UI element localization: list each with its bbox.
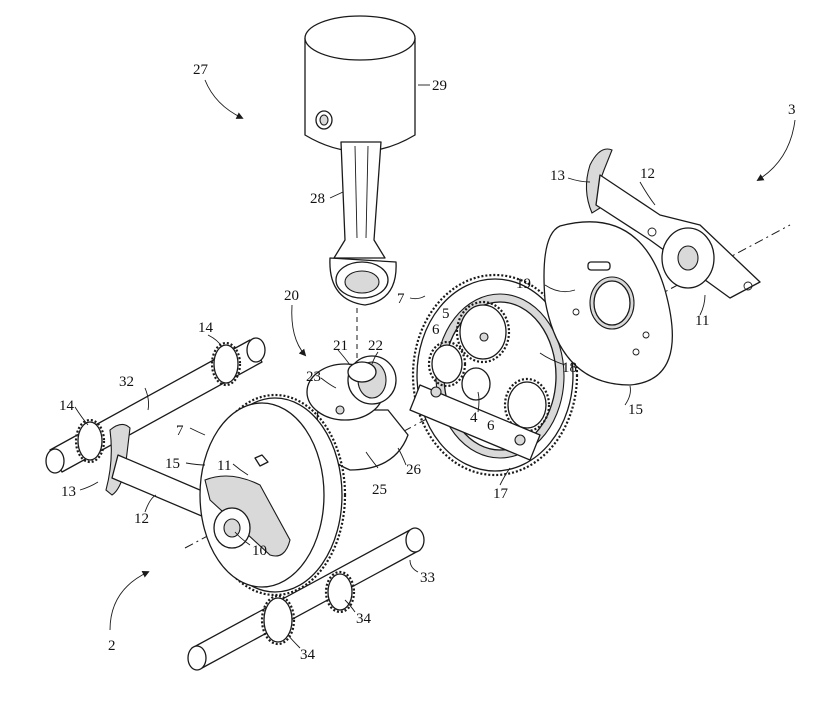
label-6-upper: 6 bbox=[432, 322, 440, 338]
label-32: 32 bbox=[119, 374, 134, 390]
label-2: 2 bbox=[108, 638, 116, 654]
label-14-left: 14 bbox=[59, 398, 75, 414]
arrow-2 bbox=[109, 571, 150, 631]
label-15-left: 15 bbox=[165, 456, 180, 472]
label-34-left: 34 bbox=[300, 647, 316, 663]
leader-lines bbox=[74, 84, 706, 649]
label-12-left: 12 bbox=[134, 511, 149, 527]
piston bbox=[304, 15, 416, 153]
right-arm-assembly bbox=[585, 148, 761, 299]
arrow-20 bbox=[291, 304, 307, 357]
label-10: 10 bbox=[252, 543, 267, 559]
right-ring-gear bbox=[409, 273, 579, 477]
label-11-left: 11 bbox=[217, 458, 231, 474]
label-13-right: 13 bbox=[550, 168, 565, 184]
label-22: 22 bbox=[368, 338, 383, 354]
label-27: 27 bbox=[193, 62, 209, 78]
right-disc bbox=[543, 221, 673, 386]
label-3: 3 bbox=[788, 102, 796, 118]
label-23: 23 bbox=[306, 369, 321, 385]
label-21: 21 bbox=[333, 338, 348, 354]
label-26: 26 bbox=[406, 462, 422, 478]
upper-left-shaft bbox=[45, 337, 266, 474]
label-28: 28 bbox=[310, 191, 325, 207]
label-33: 33 bbox=[420, 570, 435, 586]
label-7-left: 7 bbox=[176, 423, 184, 439]
label-17: 17 bbox=[493, 486, 509, 502]
label-34-right: 34 bbox=[356, 611, 372, 627]
arrow-3 bbox=[756, 119, 796, 181]
left-ring-gear bbox=[199, 393, 347, 597]
label-15-right: 15 bbox=[628, 402, 643, 418]
label-20: 20 bbox=[284, 288, 299, 304]
label-5: 5 bbox=[442, 306, 450, 322]
label-29: 29 bbox=[432, 78, 447, 94]
label-12-right: 12 bbox=[640, 166, 655, 182]
lower-shaft bbox=[187, 527, 425, 671]
label-6-lower: 6 bbox=[487, 418, 495, 434]
label-13-left: 13 bbox=[61, 484, 76, 500]
label-18: 18 bbox=[562, 360, 577, 376]
label-4: 4 bbox=[470, 410, 478, 426]
label-19: 19 bbox=[516, 276, 531, 292]
label-7-right: 7 bbox=[397, 291, 405, 307]
label-25: 25 bbox=[372, 482, 387, 498]
label-11-right: 11 bbox=[695, 313, 709, 329]
crank-pin-assembly bbox=[306, 355, 409, 471]
connecting-rod bbox=[329, 141, 397, 306]
arrow-27 bbox=[204, 79, 244, 119]
label-14-upper: 14 bbox=[198, 320, 214, 336]
